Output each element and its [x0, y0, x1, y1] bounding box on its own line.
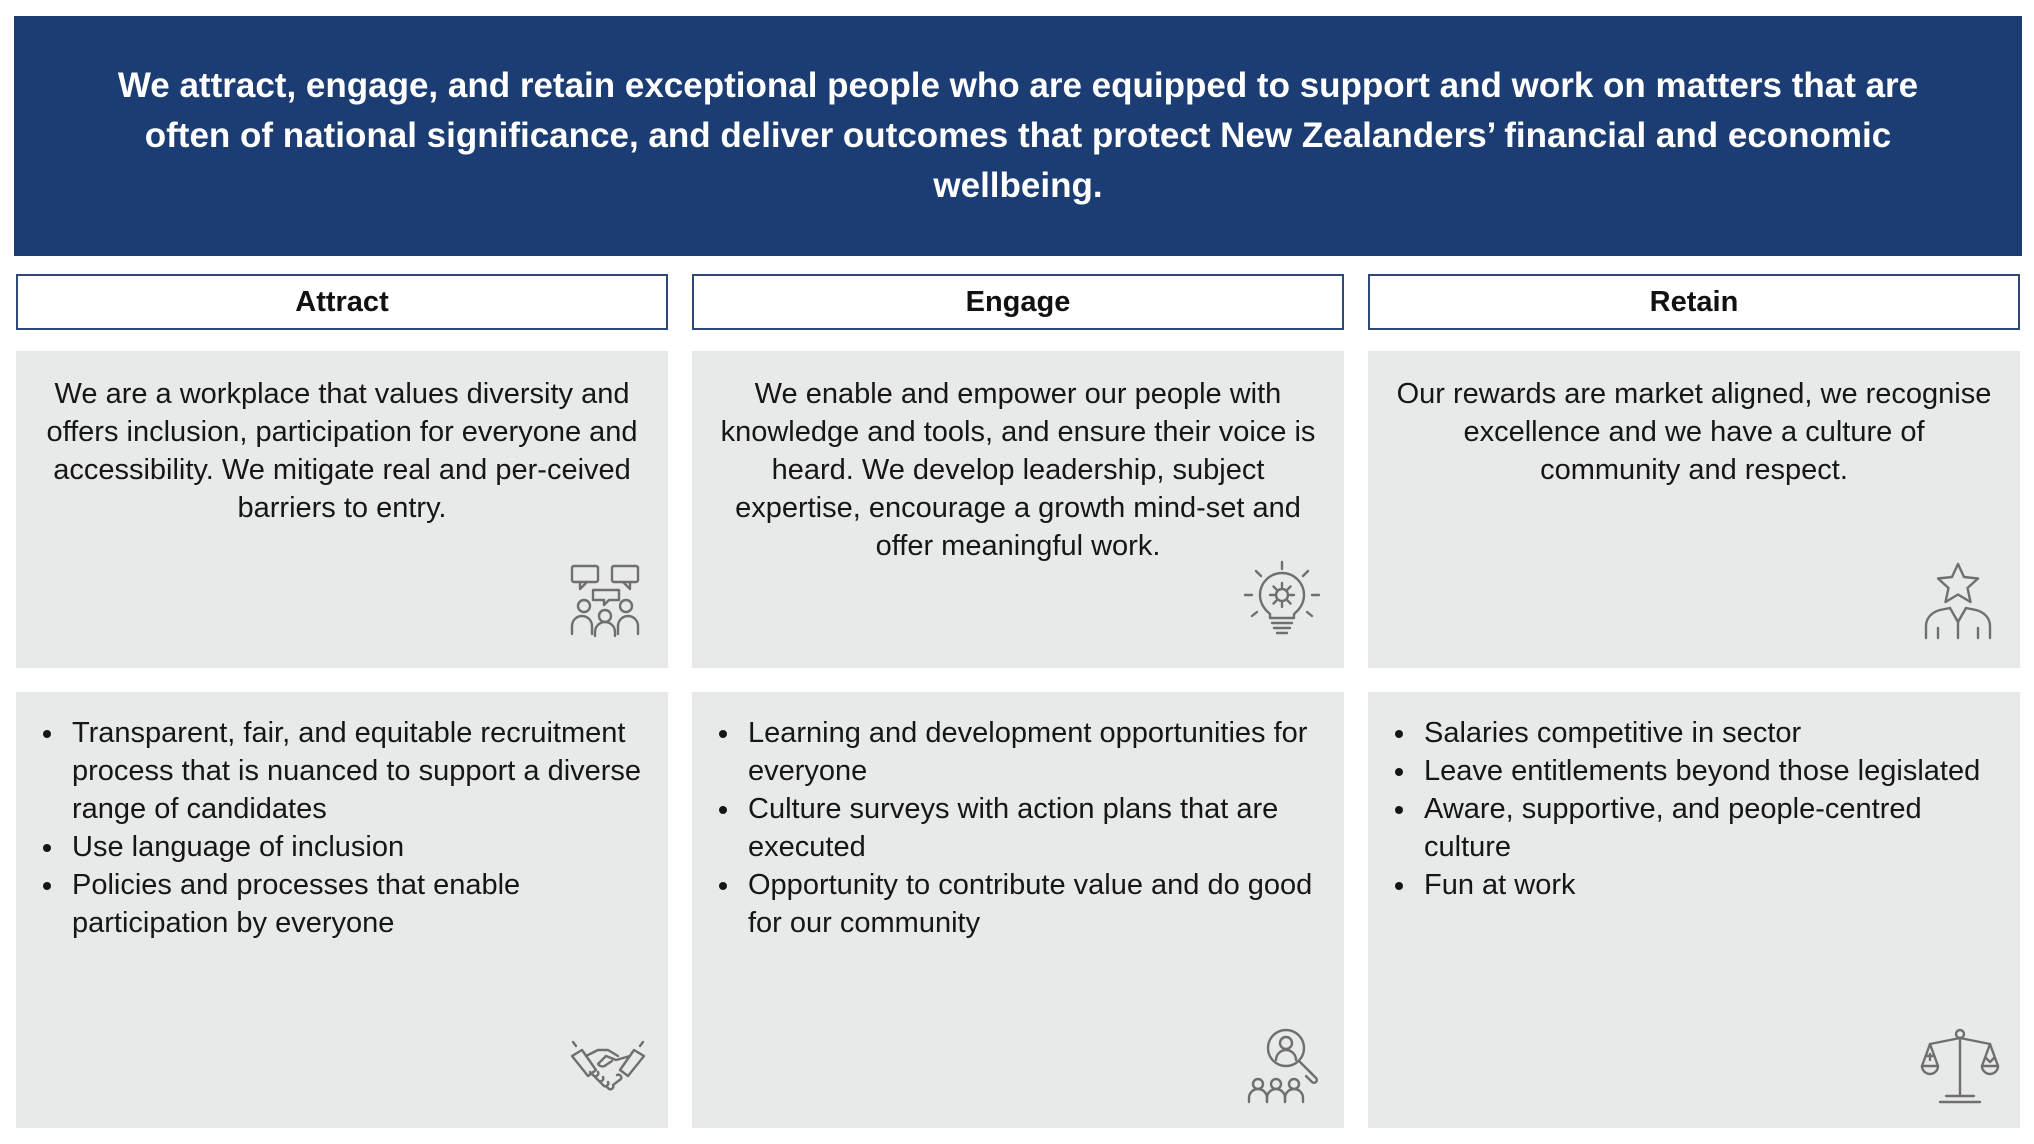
list-item: Transparent, fair, and equitable recruit…	[66, 714, 642, 828]
star-person-icon	[1918, 560, 1998, 640]
column-header-engage: Engage	[692, 274, 1344, 330]
lightbulb-gear-icon	[1242, 560, 1322, 640]
balance-scale-icon	[1920, 1026, 2000, 1106]
handshake-icon	[568, 1026, 648, 1106]
column-header-retain: Retain	[1368, 274, 2020, 330]
description-panel-attract: We are a workplace that values diversity…	[16, 351, 668, 668]
description-text-engage: We enable and empower our people with kn…	[720, 378, 1316, 562]
mission-statement: We attract, engage, and retain exception…	[117, 66, 1919, 205]
description-text-retain: Our rewards are market aligned, we recog…	[1396, 378, 1992, 486]
list-item: Opportunity to contribute value and do g…	[742, 866, 1318, 942]
bullet-list-retain: Salaries competitive in sector Leave ent…	[1384, 714, 1994, 904]
description-text-attract: We are a workplace that values diversity…	[46, 378, 638, 524]
bullets-panel-attract: Transparent, fair, and equitable recruit…	[16, 692, 668, 1128]
list-item: Leave entitlements beyond those legislat…	[1418, 752, 1994, 790]
column-engage: Engage We enable and empower our people …	[692, 274, 1344, 1128]
bullet-list-attract: Transparent, fair, and equitable recruit…	[32, 714, 642, 942]
column-attract: Attract We are a workplace that values d…	[16, 274, 668, 1128]
bullet-list-engage: Learning and development opportunities f…	[708, 714, 1318, 942]
list-item: Salaries competitive in sector	[1418, 714, 1994, 752]
mission-banner: We attract, engage, and retain exception…	[14, 16, 2022, 256]
list-item: Use language of inclusion	[66, 828, 642, 866]
people-speech-bubbles-icon	[566, 560, 646, 640]
list-item: Aware, supportive, and people-centred cu…	[1418, 790, 1994, 866]
description-panel-engage: We enable and empower our people with kn…	[692, 351, 1344, 668]
list-item: Learning and development opportunities f…	[742, 714, 1318, 790]
description-panel-retain: Our rewards are market aligned, we recog…	[1368, 351, 2020, 668]
list-item: Culture surveys with action plans that a…	[742, 790, 1318, 866]
column-retain: Retain Our rewards are market aligned, w…	[1368, 274, 2020, 1128]
bullets-panel-retain: Salaries competitive in sector Leave ent…	[1368, 692, 2020, 1128]
column-header-attract: Attract	[16, 274, 668, 330]
list-item: Policies and processes that enable parti…	[66, 866, 642, 942]
talent-search-icon	[1244, 1026, 1324, 1106]
bullets-panel-engage: Learning and development opportunities f…	[692, 692, 1344, 1128]
list-item: Fun at work	[1418, 866, 1994, 904]
